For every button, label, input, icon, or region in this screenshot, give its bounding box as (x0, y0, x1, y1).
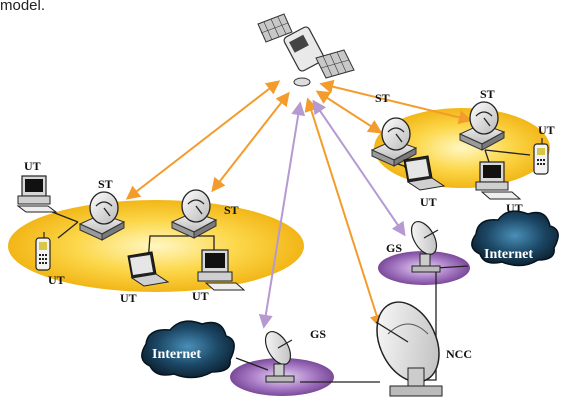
mobile-phone-icon (35, 232, 51, 271)
st-terminal-icon (170, 189, 218, 239)
ncc-antenna-icon (375, 301, 443, 397)
ut-label: UT (192, 289, 209, 303)
mobile-phone-icon (533, 138, 549, 175)
st-label: ST (375, 91, 390, 105)
desktop-computer-icon (475, 161, 522, 200)
laptop-icon (403, 155, 446, 191)
gs-label: GS (310, 327, 326, 341)
ut-label: UT (48, 273, 65, 287)
ut-label: UT (24, 159, 41, 173)
ncc-label: NCC (446, 347, 472, 361)
ut-label: UT (120, 291, 137, 305)
caption-fragment: model. (0, 0, 45, 14)
gs-antenna-icon (264, 331, 295, 383)
internet-cloud-icon (471, 210, 559, 267)
st-label: ST (98, 177, 113, 191)
ut-label: UT (538, 123, 555, 137)
gs-label: GS (386, 241, 402, 255)
desktop-computer-icon (16, 175, 58, 213)
st-terminal-icon (370, 117, 418, 167)
st-label: ST (480, 87, 495, 101)
gs-antenna-icon (410, 221, 441, 273)
internet-cloud-icon (141, 320, 235, 379)
internet-label: Internet (152, 347, 201, 362)
st-terminal-icon (78, 191, 126, 241)
desktop-computer-icon (197, 249, 246, 291)
satellite-icon (257, 13, 355, 87)
st-label: ST (224, 203, 239, 217)
st-terminal-icon (458, 101, 506, 151)
internet-label: Internet (484, 247, 533, 262)
laptop-icon (127, 251, 170, 287)
ut-label: UT (420, 195, 437, 209)
purple-links (258, 99, 406, 329)
